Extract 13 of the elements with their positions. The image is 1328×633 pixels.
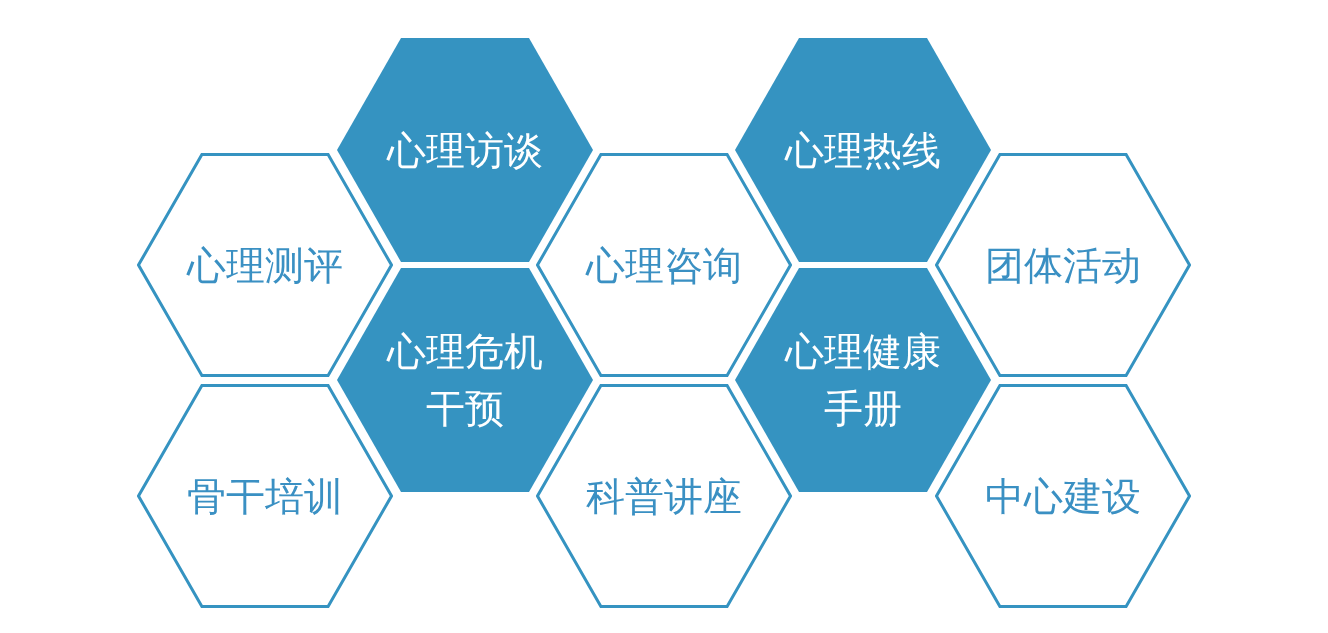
hexagon-label: 科普讲座	[585, 472, 743, 521]
hexagon-label: 心理访谈	[385, 126, 544, 175]
hexagon-label: 心理热线	[783, 126, 942, 175]
hexagon-label: 中心建设	[983, 472, 1142, 521]
hexagon-label: 心理咨询	[584, 241, 743, 290]
hexagon-label: 骨干培训	[185, 472, 344, 521]
hexagon	[136, 384, 393, 608]
hexagon-label: 团体活动	[983, 241, 1142, 290]
hexagon-label: 心理危机干预	[385, 328, 544, 433]
hexagon	[934, 384, 1191, 608]
hexagon	[536, 384, 792, 608]
hexagon-label: 心理测评	[185, 241, 344, 290]
hexagon-label: 心理健康手册	[783, 328, 942, 433]
